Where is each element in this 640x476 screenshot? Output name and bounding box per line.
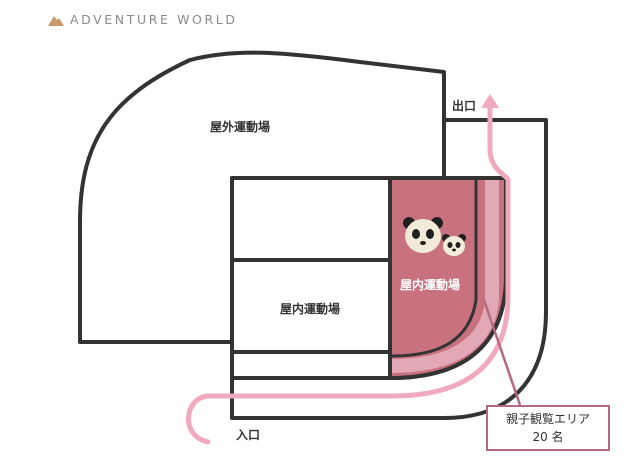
entrance-label: 入口 [236, 428, 261, 442]
brand-name: ADVENTURE WORLD [70, 12, 238, 27]
callout-title: 親子観覧エリア [505, 412, 590, 426]
outer-corridor-wall [230, 118, 548, 420]
baby-panda-icon [442, 234, 466, 256]
indoor-field-right-label: 屋内運動場 [400, 278, 461, 292]
outdoor-field-outline [78, 50, 446, 344]
adult-panda-icon [403, 217, 443, 253]
viewing-area-callout: 親子観覧エリア 20 名 [486, 405, 610, 451]
corridor-pink-band [391, 180, 499, 373]
outdoor-field-label: 屋外運動場 [210, 120, 271, 134]
route-arrow-icon [481, 94, 499, 108]
corridor-inner-line [391, 180, 478, 358]
mountain-logo-icon [48, 15, 64, 26]
indoor-field-left-label: 屋内運動場 [280, 302, 341, 316]
callout-capacity: 20 名 [532, 430, 564, 444]
brand-header: ADVENTURE WORLD [48, 12, 238, 27]
callout-connector [482, 299, 522, 406]
exit-label: 出口 [452, 99, 477, 113]
visitor-route [186, 103, 511, 445]
